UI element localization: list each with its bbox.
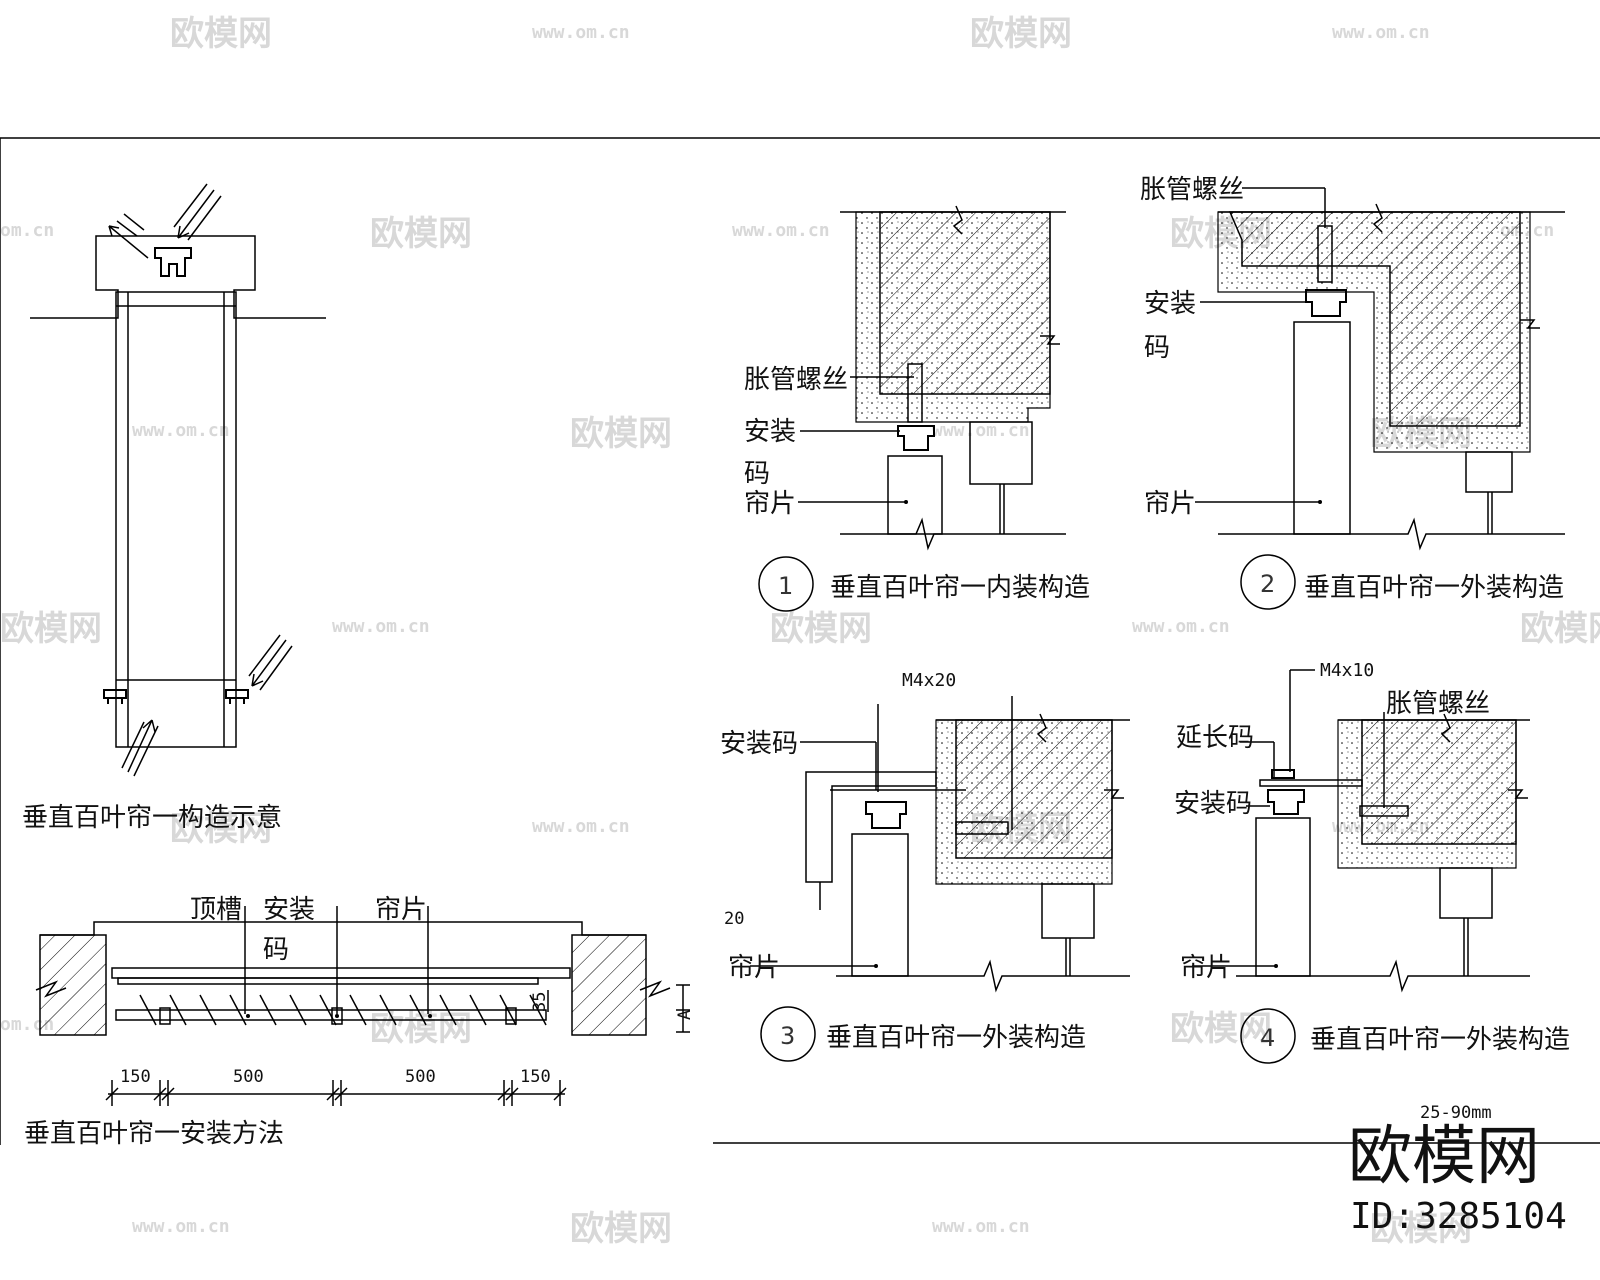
detail-2-screw-label: 胀管螺丝 [1140,175,1244,205]
detail-4-screw-label: 胀管螺丝 [1386,689,1490,719]
detail-3-number: 3 [780,1022,795,1050]
detail-2-slat-label: 帘片 [1144,489,1196,519]
watermark-url: www.om.cn [332,616,430,637]
detail-1: 胀管螺丝 安装 码 帘片 1 垂直百叶帘一内装构造 [744,205,1090,612]
overview-elevation: 垂直百叶帘一构造示意 [22,183,326,833]
dim-150-right: 150 [520,1067,551,1087]
detail-4: M4x10 胀管螺丝 延长码 安装码 帘片 4 垂直百叶帘一外装构造 25-90… [1174,660,1570,1123]
watermark-brand-group: 欧模网 欧模网 欧模网 欧模网 欧模网 欧模网 欧模网 欧模网 欧模网 欧模网 … [0,14,1600,1249]
detail-1-title: 垂直百叶帘一内装构造 [830,573,1090,603]
detail-1-badge [758,556,814,612]
detail-1-install-label-2: 码 [744,459,770,489]
watermark-url: www.om.cn [532,22,630,43]
detail-2: 胀管螺丝 安装 码 帘片 2 垂直百叶帘一外装构造 [1140,175,1565,610]
detail-2-install-label: 安装 [1144,289,1196,319]
watermark-brand: 欧模网 [170,14,272,54]
logo-brand: 欧模网 [1348,1120,1540,1194]
detail-4-ext-label: 延长码 [1176,723,1254,753]
label-install-code: 安装 [263,895,315,925]
watermark-brand: 欧模网 [0,609,102,649]
detail-3-dim-label: 20 [724,909,744,929]
watermark-brand: 欧模网 [970,14,1072,54]
plan-point [335,1014,339,1018]
install-method-plan: 顶槽 安装 码 帘片 A 35 150 500 500 150 垂直百叶帘一安装… [24,895,695,1149]
plan-point [246,1014,250,1018]
brand-logo: 欧模网 ID:3285104 [1348,1120,1567,1237]
install-method-title: 垂直百叶帘一安装方法 [24,1119,284,1149]
dim-150-left: 150 [120,1067,151,1087]
plan-slats [139,994,547,1026]
watermark-brand: 欧模网 [570,414,672,454]
watermark-brand: 欧模网 [1520,609,1600,649]
detail-4-range-label: 25-90mm [1420,1103,1492,1123]
watermark-url: www.om.cn [132,1216,230,1237]
dim-b: 35 [530,992,550,1012]
detail-3-badge [760,1006,816,1062]
watermark-brand: 欧模网 [770,609,872,649]
detail-3-slat-label: 帘片 [728,953,780,983]
detail-4-bolt-label: M4x10 [1320,660,1374,681]
detail-3-install-label: 安装码 [720,729,798,759]
watermark-url: om.cn [0,220,54,241]
detail-4-install-label: 安装码 [1174,789,1252,819]
label-slat: 帘片 [375,895,427,925]
detail-2-number: 2 [1260,570,1275,598]
watermark-url: www.om.cn [932,420,1030,441]
detail-4-title: 垂直百叶帘一外装构造 [1310,1025,1570,1055]
detail-1-number: 1 [778,572,793,600]
watermark-url: www.om.cn [1332,22,1430,43]
dim-500-left: 500 [233,1067,264,1087]
detail-2-install-label-2: 码 [1144,333,1170,363]
detail-4-badge [1240,1008,1296,1064]
watermark-layer: 欧模网 欧模网 欧模网 欧模网 欧模网 欧模网 欧模网 欧模网 欧模网 欧模网 … [0,14,1600,1249]
watermark-brand: 欧模网 [570,1209,672,1249]
detail-1-screw-label: 胀管螺丝 [744,365,848,395]
watermark-url: www.om.cn [732,220,830,241]
detail-4-number: 4 [1260,1024,1275,1052]
label-top-slot: 顶槽 [190,895,242,925]
detail-4-slat-label: 帘片 [1180,953,1232,983]
detail-2-badge [1240,554,1296,610]
overview-title: 垂直百叶帘一构造示意 [22,803,282,833]
watermark-url: www.om.cn [532,816,630,837]
dim-500-right: 500 [405,1067,436,1087]
dim-a: A [675,1010,695,1020]
detail-2-title: 垂直百叶帘一外装构造 [1304,573,1564,603]
watermark-url: www.om.cn [132,420,230,441]
logo-id: ID:3285104 [1350,1196,1567,1237]
detail-3-title: 垂直百叶帘一外装构造 [826,1023,1086,1053]
detail-3: M4x20 安装码 20 帘片 3 垂直百叶帘一外装构造 [720,670,1130,1062]
detail-1-install-label: 安装 [744,417,796,447]
watermark-brand: 欧模网 [1370,1209,1472,1249]
detail-3-bolt-label: M4x20 [902,670,956,691]
label-install-code-2: 码 [263,935,289,965]
watermark-brand: 欧模网 [370,214,472,254]
detail-1-slat-label: 帘片 [744,489,796,519]
watermark-url: www.om.cn [1132,616,1230,637]
watermark-url: www.om.cn [932,1216,1030,1237]
watermark-brand: 欧模网 [1170,1009,1272,1049]
watermark-brand: 欧模网 [170,809,272,849]
sheet-frame [0,137,1600,1145]
plan-point [428,1014,432,1018]
